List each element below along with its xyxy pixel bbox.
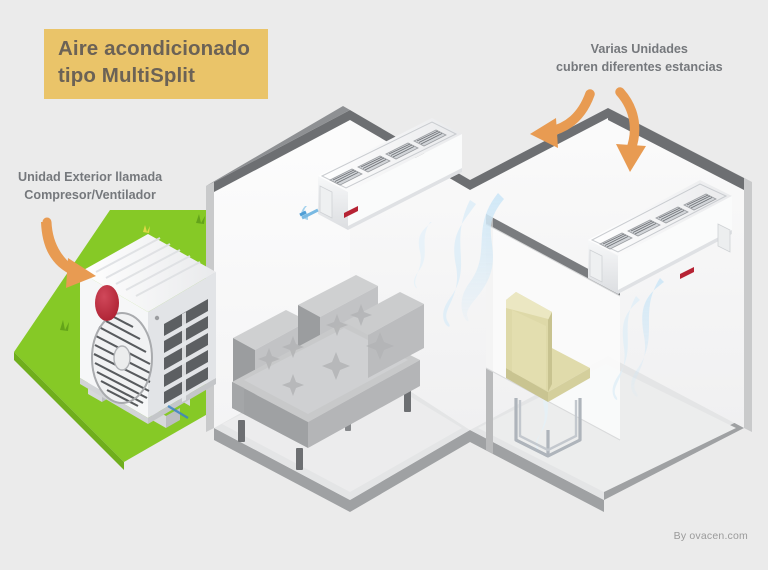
credit-text: By ovacen.com bbox=[673, 530, 748, 542]
vent-louvers bbox=[329, 129, 447, 186]
page-title-line-1: Aire acondicionado bbox=[58, 37, 251, 60]
tufting-marks bbox=[258, 304, 394, 396]
brand-stripe bbox=[344, 206, 358, 218]
chair bbox=[506, 292, 590, 458]
brand-stripe bbox=[680, 267, 694, 279]
callout-indoor-units-line-1: Varias Unidades bbox=[590, 42, 688, 56]
vent-louvers bbox=[599, 193, 717, 250]
room-right bbox=[470, 108, 752, 512]
callout-outdoor-unit: Unidad Exterior llamada Compresor/Ventil… bbox=[18, 168, 162, 205]
callout-indoor-units: Varias Unidades cubren diferentes estanc… bbox=[556, 40, 723, 77]
page-title-line-2: tipo MultiSplit bbox=[58, 64, 195, 88]
callout-outdoor-unit-line-1: Unidad Exterior llamada bbox=[18, 170, 163, 184]
airflow-right bbox=[535, 278, 664, 452]
page-title: Aire acondicionado tipo MultiSplit bbox=[44, 29, 269, 99]
side-grille bbox=[164, 299, 208, 404]
brand-badge bbox=[95, 285, 119, 321]
indoor-split-unit-left bbox=[299, 118, 462, 230]
fan-grille-icon bbox=[91, 312, 153, 407]
callout-indoor-units-line-2: cubren diferentes estancias bbox=[556, 60, 723, 75]
arrow-to-left-unit bbox=[530, 89, 595, 148]
arrow-to-right-unit bbox=[615, 87, 646, 172]
outdoor-unit bbox=[80, 234, 216, 428]
indoor-split-unit-right bbox=[588, 180, 732, 294]
sofa bbox=[232, 275, 424, 470]
arrow-to-outdoor-unit bbox=[41, 217, 96, 288]
callout-outdoor-unit-line-2: Compresor/Ventilador bbox=[24, 188, 156, 203]
